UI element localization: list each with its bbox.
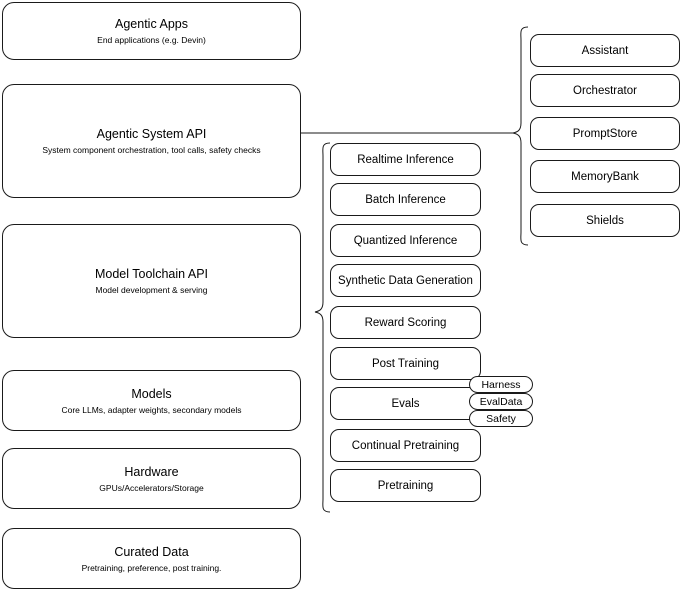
toolchain-item-label: Continual Pretraining xyxy=(351,439,460,452)
toolchain-item-realtime-inference[interactable]: Realtime Inference xyxy=(330,143,481,176)
layer-title: Curated Data xyxy=(114,544,189,559)
system-item-shields[interactable]: Shields xyxy=(530,204,680,237)
layer-title: Hardware xyxy=(124,464,179,479)
layer-title: Agentic System API xyxy=(96,127,207,141)
toolchain-item-label: Reward Scoring xyxy=(364,316,447,329)
toolchain-item-quantized-inference[interactable]: Quantized Inference xyxy=(330,224,481,257)
layer-models[interactable]: Models Core LLMs, adapter weights, secon… xyxy=(2,370,301,431)
layer-agentic-system-api[interactable]: Agentic System API System component orch… xyxy=(2,84,301,198)
layer-hardware[interactable]: Hardware GPUs/Accelerators/Storage xyxy=(2,448,301,509)
layer-agentic-apps[interactable]: Agentic Apps End applications (e.g. Devi… xyxy=(2,2,301,60)
toolchain-item-batch-inference[interactable]: Batch Inference xyxy=(330,183,481,216)
layer-subtitle: GPUs/Accelerators/Storage xyxy=(99,482,204,493)
system-item-label: MemoryBank xyxy=(571,170,639,183)
layer-subtitle: Core LLMs, adapter weights, secondary mo… xyxy=(61,404,242,415)
toolchain-item-label: Batch Inference xyxy=(365,193,446,206)
toolchain-item-post-training[interactable]: Post Training xyxy=(330,347,481,380)
toolchain-item-continual-pretraining[interactable]: Continual Pretraining xyxy=(330,429,481,462)
layer-subtitle: Pretraining, preference, post training. xyxy=(81,562,222,573)
layer-title: Model Toolchain API xyxy=(94,267,209,281)
system-item-label: Assistant xyxy=(581,44,629,57)
system-item-orchestrator[interactable]: Orchestrator xyxy=(530,74,680,107)
system-item-memorybank[interactable]: MemoryBank xyxy=(530,160,680,193)
toolchain-item-synthetic-data-generation[interactable]: Synthetic Data Generation xyxy=(330,264,481,297)
layer-subtitle: System component orchestration, tool cal… xyxy=(42,145,261,155)
toolchain-item-label: Evals xyxy=(391,397,420,410)
toolchain-item-label: Post Training xyxy=(371,357,440,370)
layer-title: Models xyxy=(131,386,172,401)
toolchain-item-pretraining[interactable]: Pretraining xyxy=(330,469,481,502)
layer-model-toolchain-api[interactable]: Model Toolchain API Model development & … xyxy=(2,224,301,338)
layer-subtitle: End applications (e.g. Devin) xyxy=(97,35,206,45)
system-item-assistant[interactable]: Assistant xyxy=(530,34,680,67)
system-item-label: PromptStore xyxy=(572,127,638,140)
toolchain-item-label: Quantized Inference xyxy=(353,234,458,247)
toolchain-item-label: Realtime Inference xyxy=(357,153,454,166)
system-item-label: Shields xyxy=(586,214,624,227)
eval-pill-harness[interactable]: Harness xyxy=(469,376,533,393)
toolchain-item-reward-scoring[interactable]: Reward Scoring xyxy=(330,306,481,339)
system-item-promptstore[interactable]: PromptStore xyxy=(530,117,680,150)
layer-curated-data[interactable]: Curated Data Pretraining, preference, po… xyxy=(2,528,301,589)
brace-toolchain-components xyxy=(314,142,331,513)
system-item-label: Orchestrator xyxy=(573,84,637,97)
layer-subtitle: Model development & serving xyxy=(95,285,208,295)
toolchain-item-evals[interactable]: Evals xyxy=(330,387,481,420)
eval-pill-evaldata[interactable]: EvalData xyxy=(469,393,533,410)
toolchain-item-label: Synthetic Data Generation xyxy=(338,274,473,287)
layer-title: Agentic Apps xyxy=(115,17,188,31)
eval-pill-safety[interactable]: Safety xyxy=(469,410,533,427)
toolchain-item-label: Pretraining xyxy=(377,479,434,492)
brace-system-components xyxy=(512,26,529,246)
